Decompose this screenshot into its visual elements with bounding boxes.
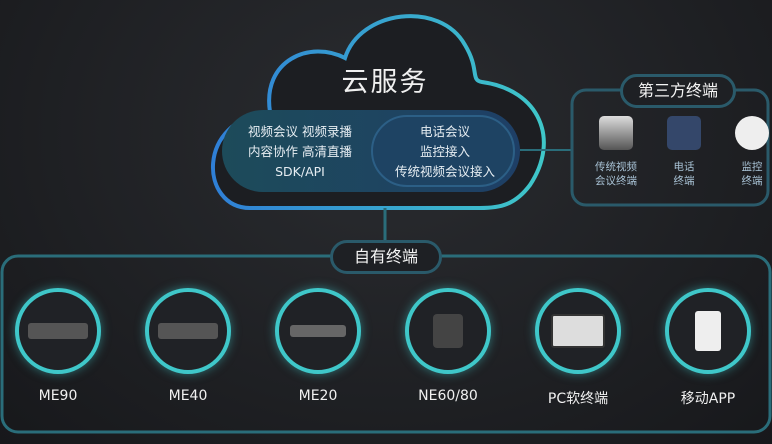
legacy-video-terminal-icon [599, 116, 633, 150]
device-phone: 电话 终端 [654, 116, 714, 188]
device-pc: PC软终端 [535, 288, 621, 408]
me40-icon [145, 288, 231, 374]
cloud-services-right: 电话会议 监控接入 传统视频会议接入 [380, 122, 510, 182]
laptop-icon [535, 288, 621, 374]
device-me40: ME40 [145, 288, 231, 408]
phone-icon [667, 116, 701, 150]
own-devices: ME90 ME40 ME20 NE60/80 PC软终端 移动APP [15, 288, 751, 408]
device-me90: ME90 [15, 288, 101, 408]
services-pill-right [371, 115, 515, 187]
service-line: 传统视频会议接入 [394, 164, 495, 179]
device-mobile: 移动APP [665, 288, 751, 408]
cloud-services-left: 视频会议 视频录播 内容协作 高清直播 SDK/API [240, 122, 360, 182]
device-ne60: NE60/80 [405, 288, 491, 408]
me20-icon [275, 288, 361, 374]
service-line: 监控接入 [419, 144, 470, 159]
third-party-title: 第三方终端 [620, 74, 736, 108]
cloud-title: 云服务 [341, 67, 429, 98]
device-me20: ME20 [275, 288, 361, 408]
tablet-phone-icon [665, 288, 751, 374]
device-camera: 监控 终端 [722, 116, 772, 188]
service-line: SDK/API [275, 164, 325, 179]
camera-icon [735, 116, 769, 150]
device-legacy: 传统视频 会议终端 [586, 116, 646, 188]
me90-icon [15, 288, 101, 374]
ne60-icon [405, 288, 491, 374]
third-party-devices: 传统视频 会议终端 电话 终端 监控 终端 [586, 116, 772, 188]
own-terminals-title: 自有终端 [330, 240, 442, 274]
service-line: 内容协作 高清直播 [248, 144, 352, 159]
service-line: 视频会议 视频录播 [248, 124, 352, 139]
service-line: 电话会议 [419, 124, 470, 139]
